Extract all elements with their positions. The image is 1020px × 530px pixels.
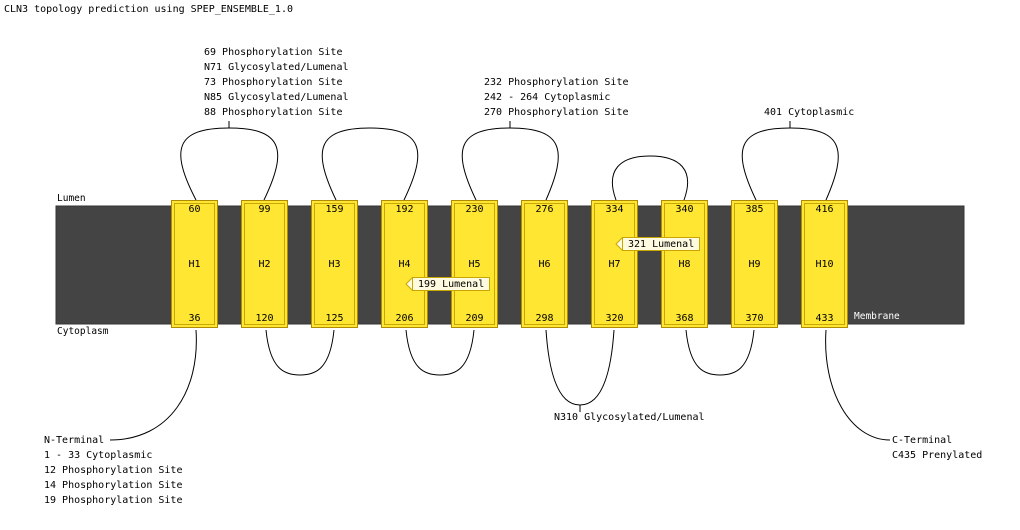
helix-bottom-residue: 368 (675, 313, 694, 324)
helix-top-residue: 60 (188, 204, 201, 215)
helix-top-residue: 230 (465, 204, 484, 215)
annotation-loop-h6-h7: N310 Glycosylated/Lumenal (554, 412, 705, 423)
helix-top-residue: 385 (745, 204, 764, 215)
helix-top-residue: 192 (395, 204, 414, 215)
helix-top-residue: 416 (815, 204, 834, 215)
helix-name: H10 (815, 259, 834, 270)
helix-bottom-residue: 206 (395, 313, 414, 324)
helix-top-residue: 340 (675, 204, 694, 215)
helix-name: H7 (608, 259, 621, 270)
loop-h8-h9 (685, 329, 755, 376)
loop-h3-h4 (321, 127, 419, 201)
helix-top-residue: 99 (258, 204, 271, 215)
helix-name: H3 (328, 259, 341, 270)
lumen-label: Lumen (57, 193, 86, 204)
cytoplasm-label: Cytoplasm (57, 326, 109, 337)
n-terminal-tail (109, 329, 197, 441)
loop-h2-h3 (265, 329, 335, 376)
helix-bottom-residue: 320 (605, 313, 624, 324)
annotation-n-terminal: N-Terminal 1 - 33 Cytoplasmic 12 Phospho… (44, 435, 183, 506)
loop-h1-h2 (180, 127, 279, 201)
loop-h7-h8 (611, 155, 689, 201)
loop-h4-h5 (405, 329, 475, 376)
helix-name: H4 (398, 259, 411, 270)
annotation-c-terminal: C-Terminal C435 Prenylated (892, 435, 983, 461)
loop-h9-h10 (741, 127, 839, 201)
helix-name: H1 (188, 259, 201, 270)
helix-top-residue: 159 (325, 204, 344, 215)
c-terminal-tail (825, 329, 891, 441)
helix-name: H2 (258, 259, 271, 270)
annotation-loop-h1-h2: 69 Phosphorylation Site N71 Glycosylated… (204, 47, 349, 118)
helix-bottom-residue: 125 (325, 313, 344, 324)
helix-name: H9 (748, 259, 761, 270)
loop-h5-h6 (461, 127, 559, 201)
helix-name: H8 (678, 259, 691, 270)
diagram-title: CLN3 topology prediction using SPEP_ENSE… (4, 4, 293, 15)
helix-bottom-residue: 36 (188, 313, 201, 324)
helix-bottom-residue: 370 (745, 313, 764, 324)
membrane-label: Membrane (854, 311, 900, 322)
helix-name: H5 (468, 259, 481, 270)
annotation-loop-h9-h10: 401 Cytoplasmic (764, 107, 855, 118)
helix-bottom-residue: 120 (255, 313, 274, 324)
annotation-loop-h5-h6: 232 Phosphorylation Site 242 - 264 Cytop… (484, 77, 629, 118)
tag-h7-text: 321 Lumenal (622, 237, 701, 251)
helix-name: H6 (538, 259, 551, 270)
loop-h6-h7 (545, 329, 615, 406)
helix-bottom-residue: 209 (465, 313, 484, 324)
helix-top-residue: 334 (605, 204, 624, 215)
helix-top-residue: 276 (535, 204, 554, 215)
helix-bottom-residue: 298 (535, 313, 554, 324)
loops (109, 121, 891, 441)
helix-bottom-residue: 433 (815, 313, 834, 324)
tag-h4-text: 199 Lumenal (412, 277, 491, 291)
